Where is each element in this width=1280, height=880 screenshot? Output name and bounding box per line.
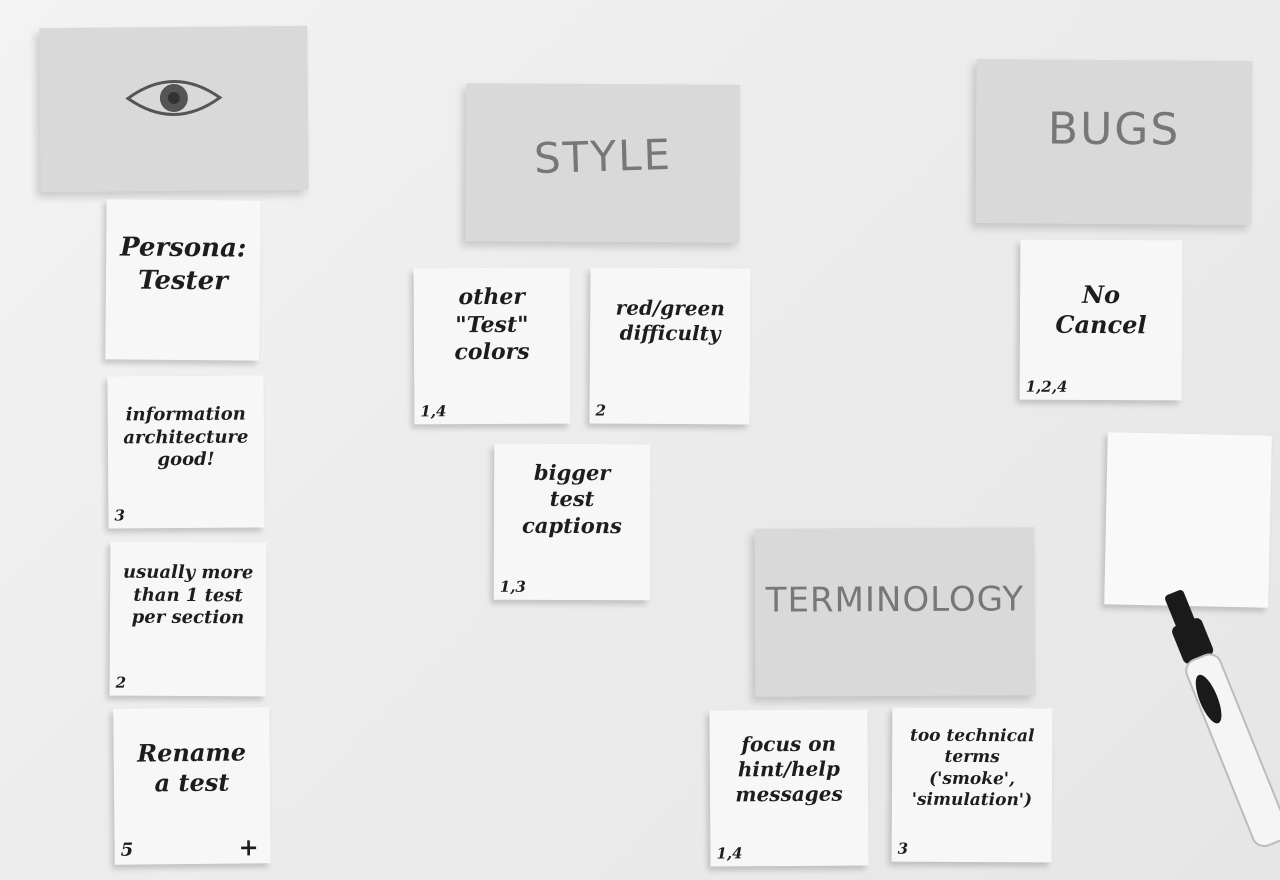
note-focus-hint: focus on hint/help messages 1,4: [709, 709, 869, 867]
note-text: information architecture good!: [123, 403, 249, 471]
note-other-test-colors: other "Test" colors 1,4: [413, 267, 571, 425]
note-text: red/green difficulty: [615, 295, 725, 346]
header-note-style: STYLE: [465, 83, 741, 243]
note-information-architecture: information architecture good! 3: [107, 375, 265, 529]
note-red-green: red/green difficulty 2: [589, 267, 751, 425]
note-text: usually more than 1 test per section: [123, 561, 254, 629]
bugs-heading: BUGS: [1047, 103, 1181, 156]
note-bigger-captions: bigger test captions 1,3: [493, 443, 651, 601]
note-text: focus on hint/help messages: [735, 731, 843, 807]
vote-count: 2: [595, 401, 607, 420]
style-heading: STYLE: [533, 129, 673, 184]
note-technical-terms: too technical terms ('smoke', 'simulatio…: [891, 707, 1053, 863]
vote-count: 2: [115, 673, 127, 692]
marker-pen-icon: [1165, 590, 1280, 848]
note-rename-test: Rename a test 5 +: [113, 707, 271, 865]
vote-count: 1,2,4: [1025, 377, 1068, 396]
note-text: Persona: Tester: [119, 232, 247, 296]
note-more-tests: usually more than 1 test per section 2: [109, 541, 267, 697]
header-note-observation: [39, 25, 309, 193]
vote-count: 1,4: [716, 844, 743, 863]
note-no-cancel: No Cancel 1,2,4: [1019, 239, 1183, 401]
vote-count: 1,4: [420, 402, 447, 421]
note-text: other "Test" colors: [454, 283, 530, 366]
vote-count: 3: [114, 506, 125, 525]
note-text: too technical terms ('smoke', 'simulatio…: [909, 725, 1035, 811]
note-text: Rename a test: [137, 737, 247, 798]
vote-count: 1,3: [499, 577, 526, 596]
vote-count: 5: [120, 839, 134, 861]
note-persona: Persona: Tester: [105, 199, 261, 361]
terminology-heading: TERMINOLOGY: [765, 579, 1025, 621]
header-note-bugs: BUGS: [975, 59, 1253, 225]
eye-icon: [125, 80, 223, 116]
plus-mark: +: [238, 832, 259, 862]
header-note-terminology: TERMINOLOGY: [754, 527, 1036, 697]
vote-count: 3: [897, 839, 909, 858]
note-text: No Cancel: [1055, 279, 1147, 340]
note-text: bigger test captions: [522, 459, 622, 538]
